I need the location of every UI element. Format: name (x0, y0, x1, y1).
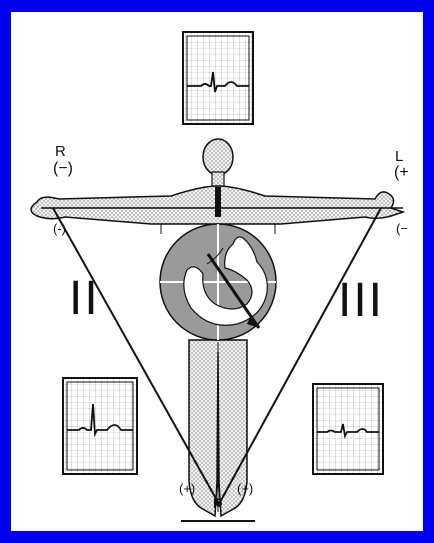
right-arm-label: R (55, 144, 66, 159)
foot-label: F (213, 496, 222, 510)
right-arm-polarity: (−) (53, 161, 73, 177)
heart-disc (160, 224, 276, 340)
left-wrist-polarity: (− (396, 222, 408, 235)
foot-left-polarity: (+) (179, 482, 195, 495)
ecg-strip-lead-iii (313, 384, 383, 474)
foot-right-polarity: (+) (237, 482, 253, 495)
left-arm-label: L (395, 149, 403, 164)
left-arm-polarity: (+ (394, 165, 409, 181)
lead-ii-label: II (69, 275, 100, 323)
diagram-panel: R (−) L (+ (-) (− II III (+) (+) F (11, 12, 423, 531)
ecg-strip-lead-i (183, 32, 253, 124)
ecg-strip-lead-ii (63, 378, 137, 474)
right-wrist-polarity: (-) (53, 222, 66, 235)
lead-iii-label: III (338, 277, 384, 325)
